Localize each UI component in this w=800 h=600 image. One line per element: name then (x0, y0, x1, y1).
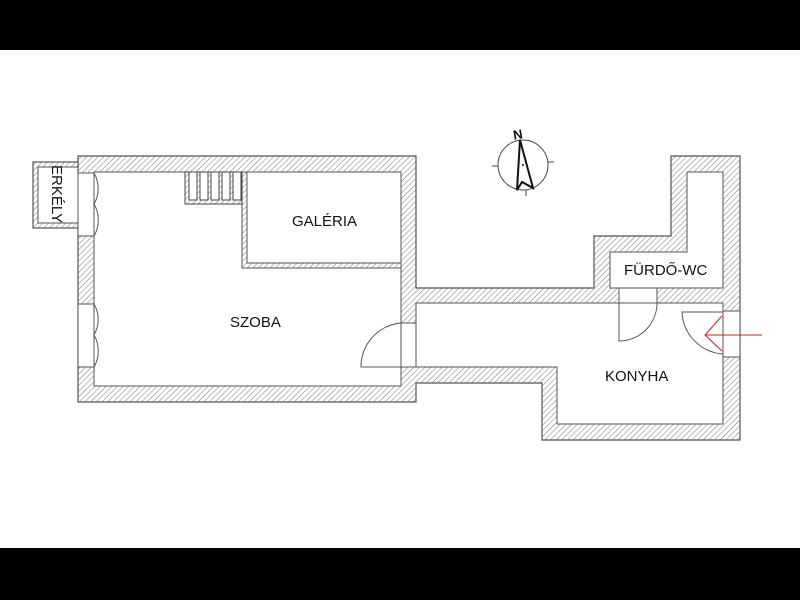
room-label-furdo-wc: FÜRDŐ-WC (624, 261, 707, 279)
room-label-konyha: KONYHA (605, 368, 668, 385)
window-left-bottom (77, 303, 95, 368)
north-compass-icon: N (492, 126, 554, 196)
furdo-floor (609, 171, 724, 289)
bottom-letterbox (0, 548, 800, 600)
compass-north-label: N (512, 126, 524, 142)
room-label-erkely: ERKÉLY (48, 165, 65, 223)
entrance-arrow-icon (704, 315, 762, 352)
window-left-top (77, 172, 95, 237)
room-label-galeria: GALÉRIA (292, 213, 357, 230)
furdo-door-swing (618, 302, 658, 342)
szoba-door-swing (360, 322, 402, 368)
szoba-door-frame (400, 322, 417, 368)
window-door-swing (93, 303, 99, 368)
stairs (184, 171, 243, 205)
konyha-floor (415, 302, 724, 425)
balcony-door-swing (93, 172, 99, 237)
room-label-szoba: SZOBA (230, 314, 281, 331)
entrance-door-frame (722, 310, 741, 358)
galeria-wall (241, 171, 402, 269)
furdo-door-frame (618, 287, 658, 304)
entrance-door-swing (681, 311, 724, 355)
balcony-floor (37, 166, 79, 224)
top-letterbox (0, 0, 800, 50)
